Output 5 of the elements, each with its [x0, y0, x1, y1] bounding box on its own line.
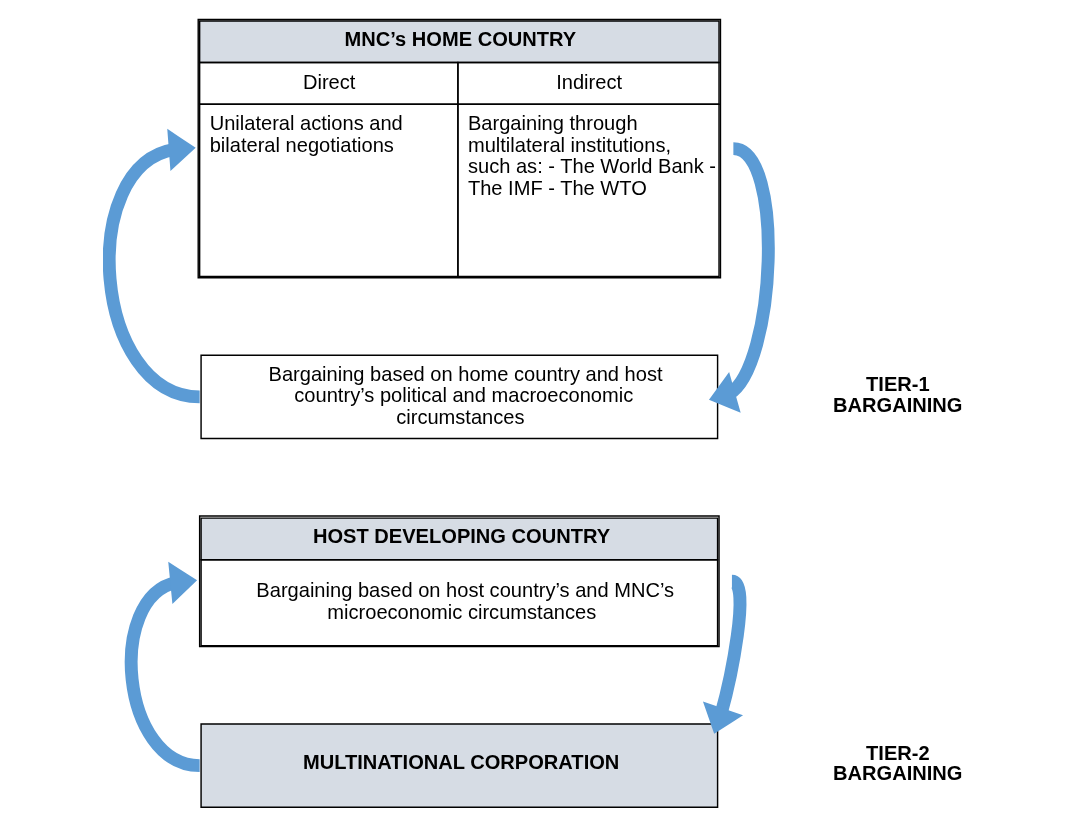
arrow: [102, 128, 201, 404]
label: TIER-2 BARGAINING: [832, 742, 962, 785]
node-box: Bargaining based on home country and host country’s political and macroeconomic circumstances: [199, 354, 718, 440]
node-box: MULTINATIONAL CORPORATION: [199, 723, 718, 808]
label: TIER-1 BARGAINING: [832, 373, 962, 416]
